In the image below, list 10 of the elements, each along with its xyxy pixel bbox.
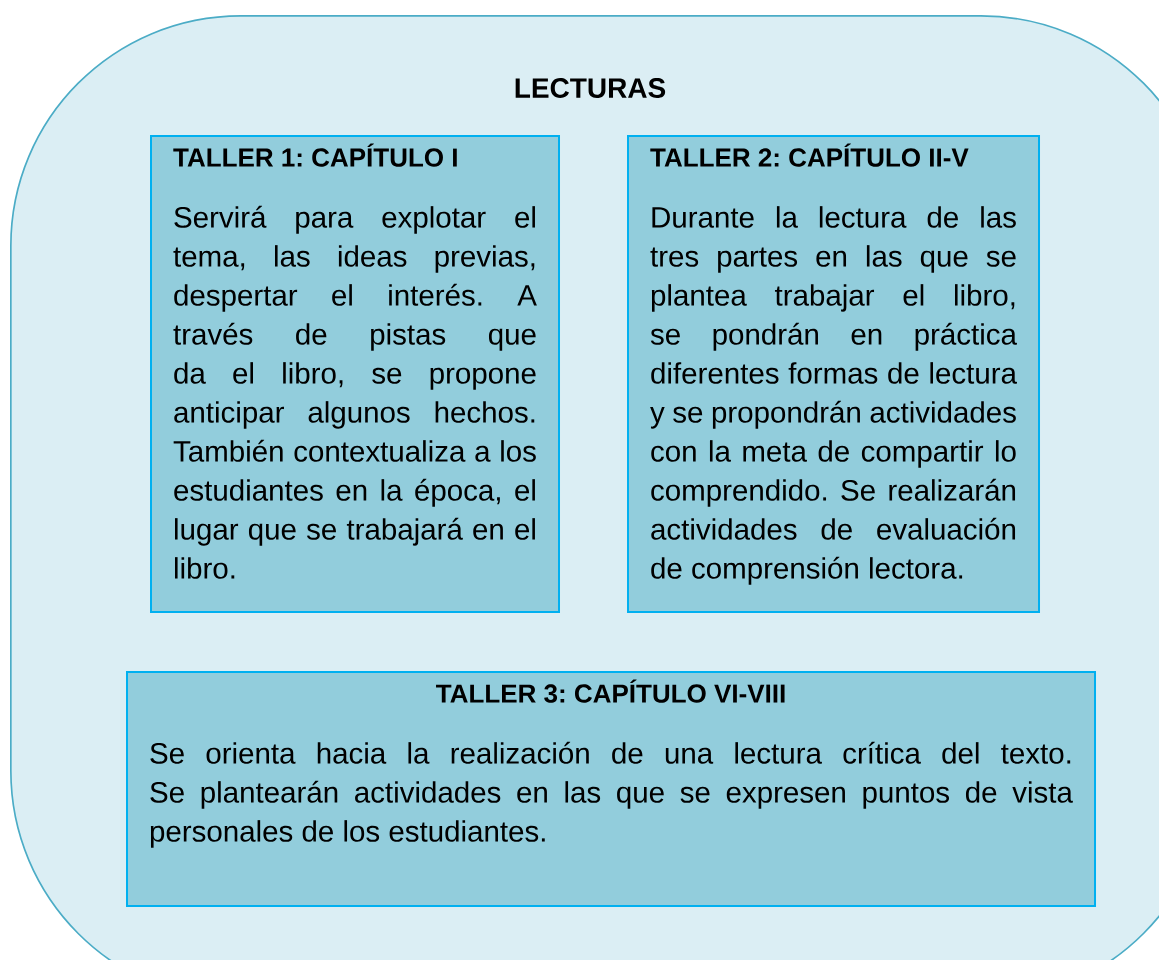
heading: TALLER 2: CAPÍTULO II-V: [650, 143, 969, 167]
heading: LECTURAS: [515, 78, 666, 98]
heading: TALLER 3: CAPÍTULO VI-VIII: [436, 679, 785, 703]
text-box: [627, 135, 1040, 613]
text-box: [150, 135, 560, 613]
paragraph: Se orienta hacia la realización de una lectura crítica del texto. Se plantearán actividades en las que se expresen puntos de vista personales de los estudiantes.: [150, 741, 1073, 848]
paragraph: Servirá para explotar el tema, las ideas previas, despertar el interés. A través de pistas que da el libro, se propone anticipar algunos hechos. También contextualiza a los estudiantes en la época, el lugar que se trabajará en el libro.: [173, 205, 537, 579]
text-box: [126, 671, 1096, 907]
paragraph: Durante la lectura de las tres partes en las que se plantea trabajar el libro, se pondrán en práctica diferentes formas de lectura y se propondrán actividades con la meta de compartir lo comprendido. Se realizarán actividades de evaluación de comprensión lectora.: [650, 206, 1017, 585]
heading: TALLER 1: CAPÍTULO I: [173, 143, 457, 167]
